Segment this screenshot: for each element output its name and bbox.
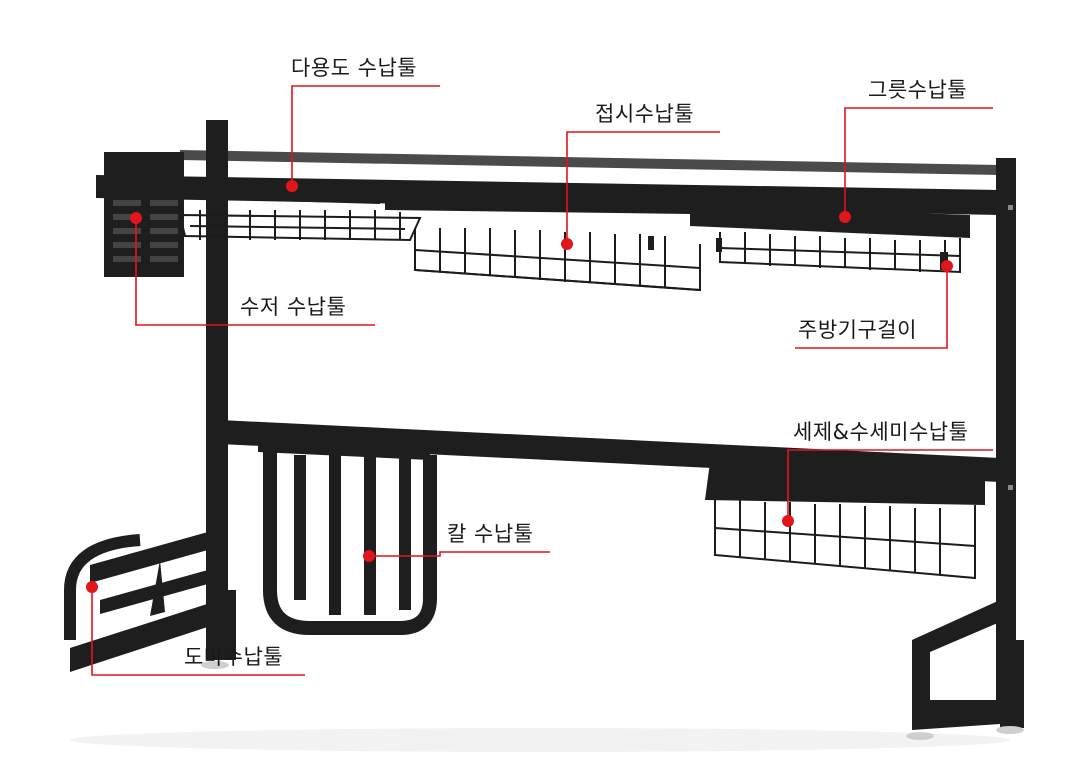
- marker-dot: [363, 550, 375, 562]
- label-bowl: 그릇수납툴: [868, 78, 968, 102]
- marker-dot: [941, 260, 953, 272]
- marker-dot: [130, 212, 142, 224]
- label-detergent: 세제&수세미수납툴: [793, 420, 969, 444]
- marker-dot: [782, 515, 794, 527]
- label-cutlery: 수저 수납툴: [240, 295, 347, 319]
- cutlery-holder: [104, 152, 184, 277]
- detergent-basket: [705, 458, 985, 580]
- marker-dot: [561, 238, 573, 250]
- marker-dot: [286, 180, 298, 192]
- floor-shadow: [70, 728, 1010, 752]
- label-knife: 칼 수납툴: [447, 522, 534, 546]
- marker-dot: [839, 211, 851, 223]
- label-plate: 접시수납툴: [595, 102, 695, 126]
- label-utensil-hook: 주방기구걸이: [798, 318, 917, 342]
- label-multi-purpose: 다용도 수납툴: [291, 56, 418, 80]
- cutting-board-holder: [64, 530, 235, 672]
- multi-purpose-tray: [170, 180, 422, 242]
- leaders: [86, 85, 993, 676]
- knife-holder: [258, 425, 437, 635]
- plate-basket: [385, 192, 722, 292]
- bowl-basket: [690, 205, 970, 274]
- marker-dot: [86, 581, 98, 593]
- label-cutting-board: 도마수납툴: [184, 645, 284, 669]
